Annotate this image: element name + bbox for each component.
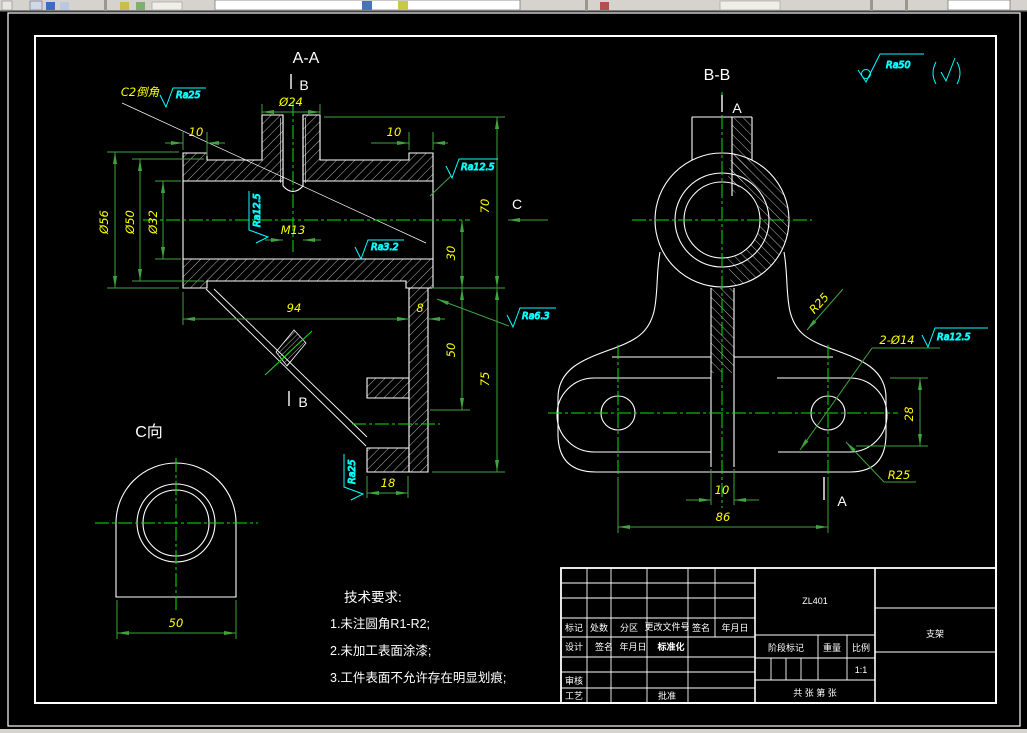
dim-30: 30 (444, 246, 458, 261)
sec-b-top: B (299, 77, 308, 93)
toolbar-icon-save[interactable] (46, 2, 55, 10)
tech-req-item: 1.未注圆角R1-R2; (330, 616, 430, 631)
sec-a-bottom: A (837, 493, 847, 509)
toolbar-icon-color[interactable] (362, 1, 372, 10)
roughness-ra12-5-bb: Ra12.5 (921, 327, 988, 349)
check-icon (940, 57, 956, 83)
svg-text:Ra12.5: Ra12.5 (937, 332, 971, 343)
view-titles: A-A B-B C向 B B A A C (135, 50, 847, 509)
dim-70: 70 (478, 199, 492, 214)
rib-edge (205, 288, 367, 447)
sheet-frame (7, 12, 1021, 727)
dim-75: 75 (478, 372, 492, 387)
tech-requirements: 技术要求: 1.未注圆角R1-R2; 2.未加工表面涂漆; 3.工件表面不允许存… (330, 590, 506, 685)
toolbar-icon-props[interactable] (136, 2, 145, 10)
tb-scale-value: 1:1 (855, 665, 868, 675)
dim-10-left: 10 (189, 125, 204, 139)
svg-text:Ra6.3: Ra6.3 (522, 311, 550, 322)
tb-nianyueri: 年月日 (721, 622, 748, 633)
dim-slot-10: 10 (715, 483, 730, 497)
dim-r25-bottom: R25 (888, 468, 911, 482)
ra25-tl-label: Ra25 (176, 90, 201, 101)
ring-hatch (727, 153, 789, 287)
title-aa: A-A (293, 50, 320, 67)
tb-shenhe: 审核 (565, 675, 583, 686)
dim-d50: Ø50 (123, 210, 137, 235)
rib-section-trace (264, 330, 313, 376)
tb-pizhun: 批准 (658, 690, 676, 701)
roughness-ra50-general: Ra50 (857, 53, 961, 85)
tb-scale-label: 比例 (852, 642, 870, 653)
toolbar-icon-new[interactable] (1, 0, 13, 11)
tb-sheji: 设计 (565, 641, 583, 652)
tb-fenqu: 分区 (620, 623, 638, 633)
tech-req-title: 技术要求: (344, 590, 402, 605)
dim-10-right: 10 (387, 125, 402, 139)
title-block: 标记 处数 分区 更改文件号 签名 年月日 设计 签名 年月日 标准化 审核 工… (560, 567, 997, 704)
roughness-symbols: Ra25 Ra12.5 Ra12.5 Ra3.2 Ra6.3 Ra25 Ra12… (159, 53, 988, 501)
dim-d24: Ø24 (278, 95, 303, 109)
toolbar-icon-linetype[interactable] (398, 1, 408, 10)
tech-req-item: 3.工件表面不允许存在明显划痕; (330, 670, 506, 685)
toolbar-icon-open[interactable] (29, 0, 43, 11)
svg-text:Ra50: Ra50 (886, 60, 911, 71)
tb-biaoji: 标记 (565, 622, 583, 633)
rib-edge (213, 288, 368, 438)
dim-50: 50 (444, 343, 458, 358)
tb-genggai: 更改文件号 (644, 621, 689, 632)
dim-d56: Ø56 (97, 210, 111, 235)
dimension-lines (107, 104, 940, 639)
paren-right (956, 61, 961, 85)
dim-2d14: 2-Ø14 (879, 333, 914, 347)
dim-d32: Ø32 (146, 210, 160, 235)
tb-weight: 重量 (823, 642, 841, 653)
sec-b-bottom: B (298, 394, 307, 410)
roughness-ra12-5-bore: Ra12.5 (248, 191, 270, 244)
svg-text:Ra12.5: Ra12.5 (252, 193, 263, 227)
dim-8: 8 (416, 301, 423, 315)
tb-gongyi: 工艺 (565, 691, 583, 701)
dim-94: 94 (287, 301, 302, 315)
dim-c-50: 50 (169, 616, 184, 630)
dim-18: 18 (381, 476, 396, 490)
tb-chushu: 处数 (590, 622, 608, 633)
title-c-view: C向 (135, 423, 163, 441)
title-bb: B-B (704, 67, 731, 84)
dim-m13: M13 (281, 223, 306, 237)
tech-req-item: 2.未加工表面涂漆; (330, 643, 431, 658)
roughness-ra6-3: Ra6.3 (506, 307, 556, 329)
toolbar-icon-layers[interactable] (120, 2, 129, 10)
svg-text:Ra3.2: Ra3.2 (371, 242, 399, 253)
toolbar-icon-erase[interactable] (600, 2, 609, 10)
view-aa (121, 102, 434, 473)
tb-qianming2: 签名 (595, 641, 613, 652)
roughness-ra25-topleft: Ra25 (159, 87, 206, 109)
sec-a-top: A (732, 100, 742, 116)
tb-part-name: 支架 (926, 628, 944, 639)
tb-sheet: 共 张 第 张 (793, 687, 837, 698)
tb-stage: 阶段标记 (768, 642, 804, 653)
tb-drawing-no: ZL401 (802, 596, 828, 606)
dimension-texts: Ø24 10 10 Ø56 Ø50 Ø32 M13 94 8 30 50 70 … (97, 85, 916, 630)
roughness-ra25-foot: Ra25 (343, 454, 365, 501)
paren-left (932, 61, 937, 85)
centerlines (95, 92, 898, 612)
view-c-letter: C (512, 196, 522, 212)
dim-chamfer: C2倒角 (121, 85, 160, 99)
tb-qianming: 签名 (692, 622, 710, 633)
dim-28: 28 (902, 407, 916, 422)
roughness-ra12-5-right: Ra12.5 (445, 158, 498, 180)
dim-86: 86 (716, 510, 731, 524)
svg-text:Ra25: Ra25 (347, 459, 358, 484)
svg-text:Ra12.5: Ra12.5 (461, 162, 495, 173)
toolbar-icon-print[interactable] (60, 2, 69, 10)
statusbar-strip (0, 729, 1027, 733)
roughness-ra3-2: Ra3.2 (354, 239, 404, 261)
tb-biaozhunhua: 标准化 (656, 641, 684, 652)
tb-nianyueri2: 年月日 (619, 641, 646, 652)
toolbar-command-box[interactable] (947, 0, 1011, 11)
